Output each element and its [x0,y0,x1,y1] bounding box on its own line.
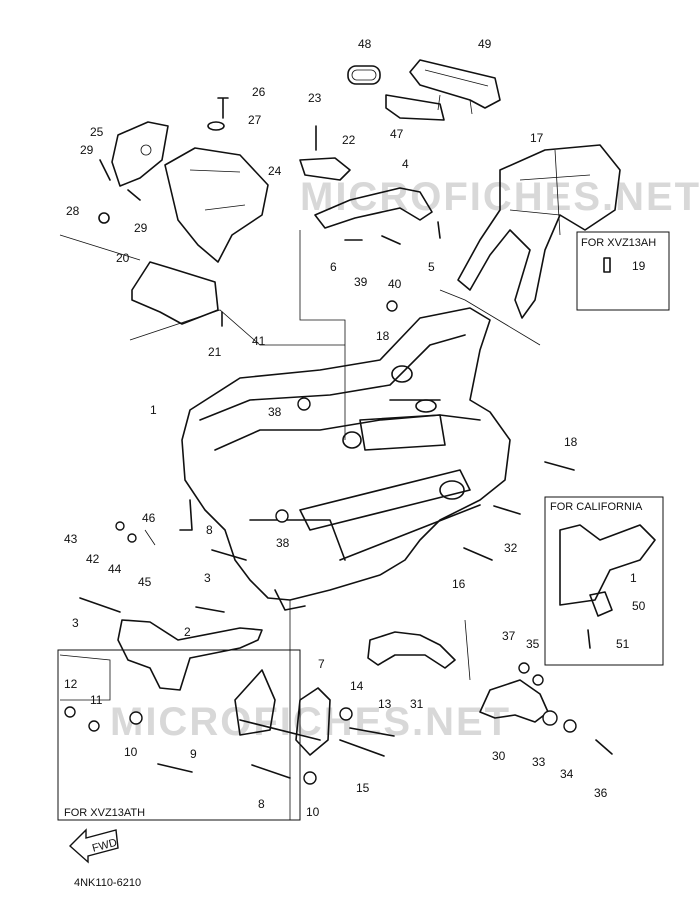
part-49-bracket [409,59,501,115]
small-bolts-left [98,97,229,327]
box-xvz13ah-caption: FOR XVZ13AH [581,237,656,249]
callout: 39 [354,275,368,289]
callout: 38 [276,536,290,550]
leader-lines [59,230,541,820]
callout: 37 [502,629,516,643]
callout: 35 [526,637,540,651]
callout: 45 [138,575,152,589]
part-2-stay [117,619,263,691]
callout: 9 [190,747,197,761]
callout: 46 [142,511,156,525]
callout: 18 [564,435,578,449]
box-xvz13ath: FOR XVZ13ATH [57,649,301,821]
callout: 1 [630,571,637,585]
bolts-bottom [64,300,613,785]
callout: 28 [66,204,80,218]
box-california: FOR CALIFORNIA [544,496,664,666]
callouts: 1 1 2 3 3 4 5 6 7 8 8 9 10 10 11 12 13 1… [64,37,646,819]
part-47-cover [385,94,445,121]
callout: 18 [376,329,390,343]
callout: 23 [308,91,322,105]
callout: 3 [204,571,211,585]
callout: 51 [616,637,630,651]
callout: 34 [560,767,574,781]
part-7-bracket [234,669,331,756]
part-48-gasket [347,65,381,85]
callout: 26 [252,85,266,99]
callout: 38 [268,405,282,419]
fwd-arrow: FWD [68,828,119,864]
callout: 24 [268,164,282,178]
callout: 17 [530,131,544,145]
callout: 10 [306,805,320,819]
callout: 7 [318,657,325,671]
callout: 20 [116,251,130,265]
part-31-bracket [367,631,456,669]
callout: 14 [350,679,364,693]
callout: 29 [134,221,148,235]
callout: 13 [378,697,392,711]
callout: 43 [64,532,78,546]
part-22-bracket [299,125,351,181]
callout: 47 [390,127,404,141]
callout: 21 [208,345,222,359]
callout: 11 [90,693,103,707]
callout: 30 [492,749,506,763]
part-4-stay [314,187,441,245]
callout: 44 [108,562,122,576]
callout: 3 [72,616,79,630]
callout: 29 [80,143,94,157]
callout: 27 [248,113,262,127]
part-24-cover [164,147,269,263]
callout: 48 [358,37,372,51]
callout: 2 [184,625,191,639]
callout: 49 [478,37,492,51]
callout: 8 [258,797,265,811]
callout: 33 [532,755,546,769]
callout: 5 [428,260,435,274]
callout: 42 [86,552,100,566]
part-20-bracket [131,261,219,325]
part-17-stay [457,144,621,319]
callout: 12 [64,677,78,691]
callout: 36 [594,786,608,800]
callout: 41 [252,334,266,348]
callout: 16 [452,577,466,591]
callout: 1 [150,403,157,417]
callout: 6 [330,260,337,274]
callout: 19 [632,259,646,273]
callout: 22 [342,133,356,147]
callout: 25 [90,125,104,139]
box-california-caption: FOR CALIFORNIA [550,501,643,513]
callout: 31 [410,697,424,711]
box-xvz13ah: FOR XVZ13AH [576,231,670,311]
part-30-bracket [479,679,549,723]
part-1-main-frame [179,307,511,611]
callout: 15 [356,781,370,795]
callout: 32 [504,541,518,555]
box-xvz13ath-caption: FOR XVZ13ATH [64,807,145,819]
diagram-code: 4NK110-6210 [74,877,141,889]
callout: 40 [388,277,402,291]
callout: 8 [206,523,213,537]
callout: 50 [632,599,646,613]
callout: 4 [402,157,409,171]
part-25-cover [111,121,169,187]
callout: 10 [124,745,138,759]
